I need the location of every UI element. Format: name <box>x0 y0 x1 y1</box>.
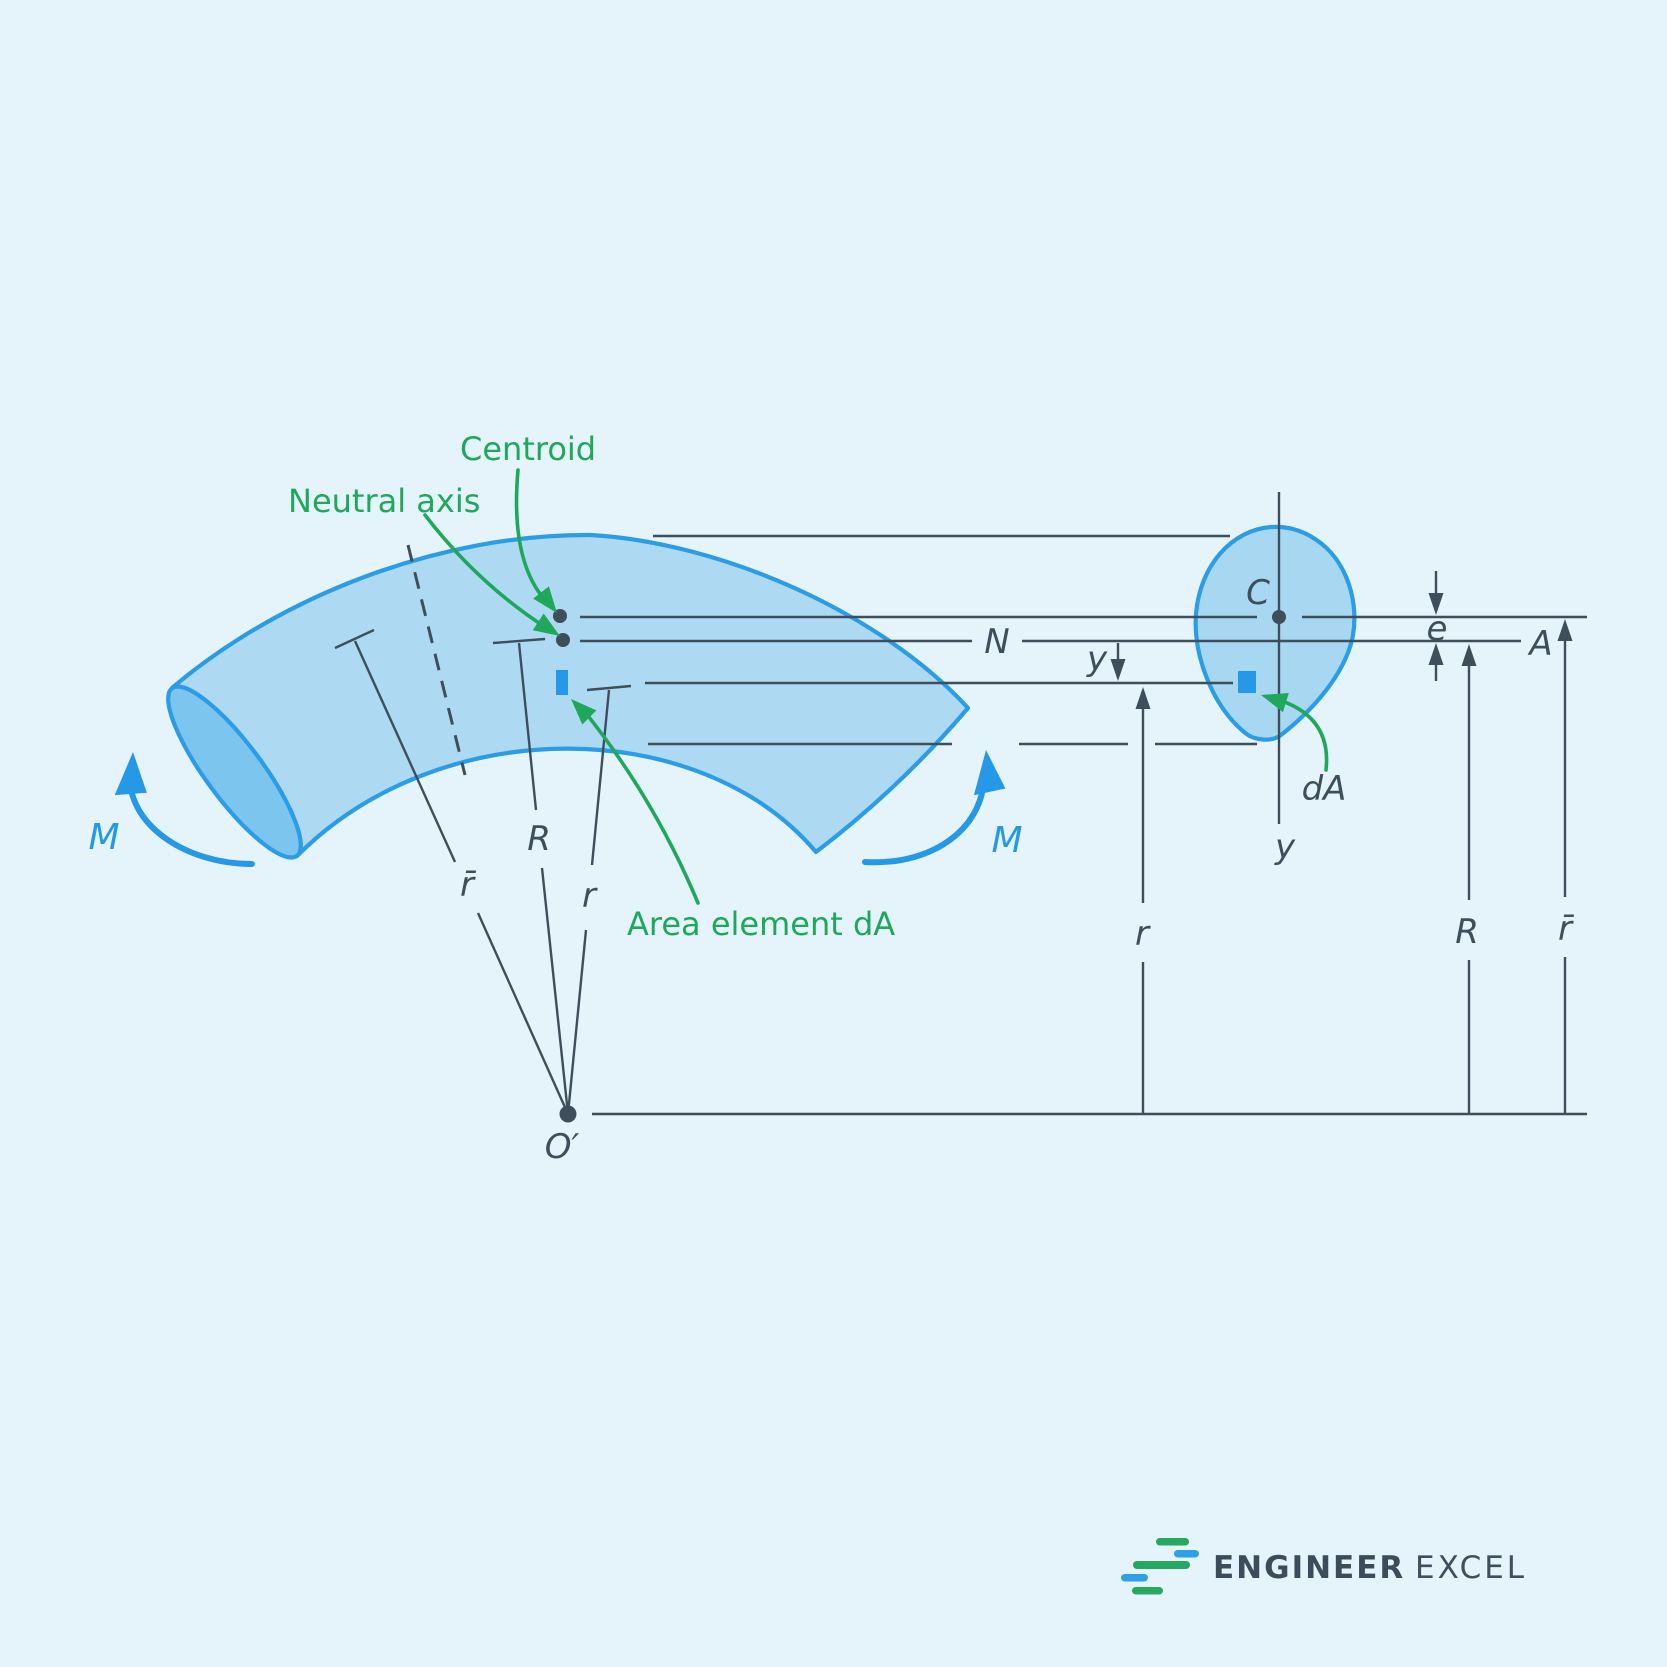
R-line-upper <box>517 642 538 811</box>
centroid-pointer-arrowhead <box>533 586 557 613</box>
logo-dash-2 <box>1174 1550 1199 1558</box>
area-element-pointer-arrowhead <box>571 699 597 725</box>
centroid-pointer-arrow <box>514 468 547 602</box>
beam-r-label: r <box>582 876 598 916</box>
r-bar-line-lower <box>476 912 570 1115</box>
section-R-label: R <box>1455 912 1479 952</box>
e-dim-lower-arrowhead <box>1428 643 1444 665</box>
beam-R-label: R <box>527 819 551 859</box>
area-element-pointer-arrow <box>583 710 700 905</box>
section-y-offset-label: y <box>1086 639 1108 679</box>
moment-label-left: M <box>88 817 119 858</box>
section-dA-label: dA <box>1302 769 1347 809</box>
section-y-axis-label: y <box>1274 827 1296 867</box>
r-bar-line-upper <box>353 640 457 863</box>
neutral-axis-dot <box>556 633 570 647</box>
section-centroid-dot <box>1272 610 1286 624</box>
centroid-label: Centroid <box>460 430 596 468</box>
R-arrowhead <box>1461 644 1477 666</box>
R-line-lower <box>540 867 570 1115</box>
origin-label: O′ <box>545 1127 580 1167</box>
logo: ENGINEER EXCEL <box>1121 1538 1527 1595</box>
moment-arrowhead-left <box>114 752 147 796</box>
r-line-upper <box>590 689 611 866</box>
y-dim-arrowhead <box>1110 659 1126 681</box>
section-N-label: N <box>984 622 1009 662</box>
logo-dash-3 <box>1133 1561 1190 1569</box>
R-tbar <box>492 637 546 645</box>
r-tbar <box>586 684 632 692</box>
section-cut-dashed-line <box>406 544 467 776</box>
e-dim-upper-arrowhead <box>1428 593 1444 615</box>
area-element-marker-beam <box>556 670 568 695</box>
area-element-label: Area element dA <box>627 905 895 943</box>
logo-dash-1 <box>1156 1538 1189 1546</box>
section-dA-pointer-arrowhead <box>1261 693 1289 713</box>
logo-icon <box>1121 1538 1199 1595</box>
cross-section-shape <box>1193 524 1357 742</box>
section-dA-pointer-arrow <box>1274 697 1329 772</box>
logo-dash-5 <box>1132 1587 1163 1595</box>
r-bar-arrowhead <box>1557 619 1573 641</box>
logo-text-secondary: EXCEL <box>1415 1550 1527 1586</box>
r-arrowhead <box>1135 687 1151 709</box>
neutral-axis-pointer-arrow <box>423 513 550 631</box>
origin-dot <box>559 1105 577 1123</box>
beam-end-face <box>166 684 303 860</box>
beam-r-bar-label: r̄ <box>460 865 477 905</box>
logo-dash-4 <box>1121 1574 1148 1582</box>
section-C-label: C <box>1246 573 1270 613</box>
logo-text-primary: ENGINEER <box>1213 1550 1405 1586</box>
neutral-axis-pointer-arrowhead <box>532 613 560 636</box>
section-r-bar-label: r̄ <box>1558 909 1575 949</box>
neutral-axis-label: Neutral axis <box>288 482 480 520</box>
section-e-label: e <box>1427 609 1448 649</box>
moment-arrowhead-right <box>973 750 1006 796</box>
r-bar-tbar <box>334 628 375 650</box>
moment-label-right: M <box>991 820 1022 861</box>
section-r-label: r <box>1135 914 1151 954</box>
r-line-lower <box>566 929 588 1115</box>
area-element-marker-section <box>1238 671 1256 693</box>
section-A-label: A <box>1527 624 1552 664</box>
